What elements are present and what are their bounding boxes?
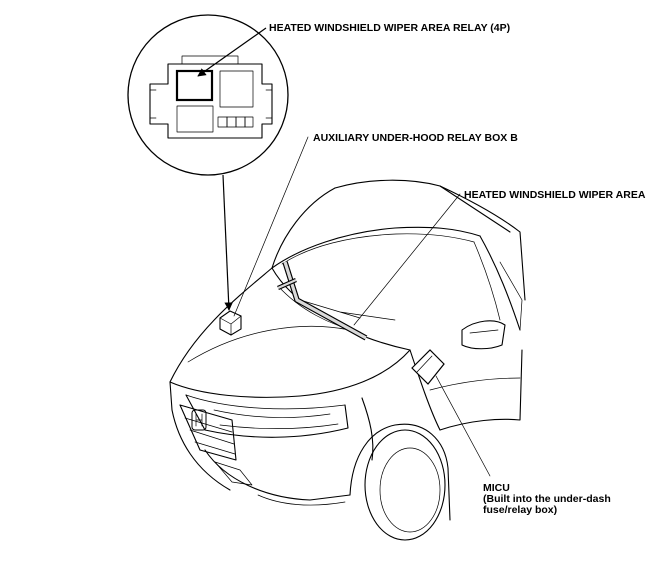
leader-lines [197, 27, 491, 477]
relay-slot-highlighted [175, 69, 214, 102]
heater-element-icon [277, 261, 368, 341]
label-relay: HEATED WINDSHIELD WIPER AREA RELAY (4P) [269, 22, 510, 34]
leader-inset-to-box [222, 174, 233, 311]
label-micu-line2: fuse/relay box) [483, 504, 557, 516]
suv-front-three-quarter-illustration [169, 179, 526, 541]
label-micu-line1: (Built into the under-dash [483, 493, 611, 505]
inset-circle [127, 14, 289, 176]
leader-relay-box [233, 136, 309, 317]
relay-box-connector-icon [149, 55, 273, 139]
relay-box-inset [127, 14, 289, 176]
micu-icon [411, 349, 445, 385]
label-micu-title: MICU [483, 482, 510, 494]
label-wiper-area: HEATED WINDSHIELD WIPER AREA [464, 189, 646, 201]
emblem-icon [191, 409, 207, 431]
leader-wiper-area [353, 193, 461, 326]
relay-box-icon [219, 310, 242, 336]
label-relay-box: AUXILIARY UNDER-HOOD RELAY BOX B [313, 132, 518, 144]
leader-relay [197, 27, 267, 77]
leader-micu [435, 375, 491, 477]
